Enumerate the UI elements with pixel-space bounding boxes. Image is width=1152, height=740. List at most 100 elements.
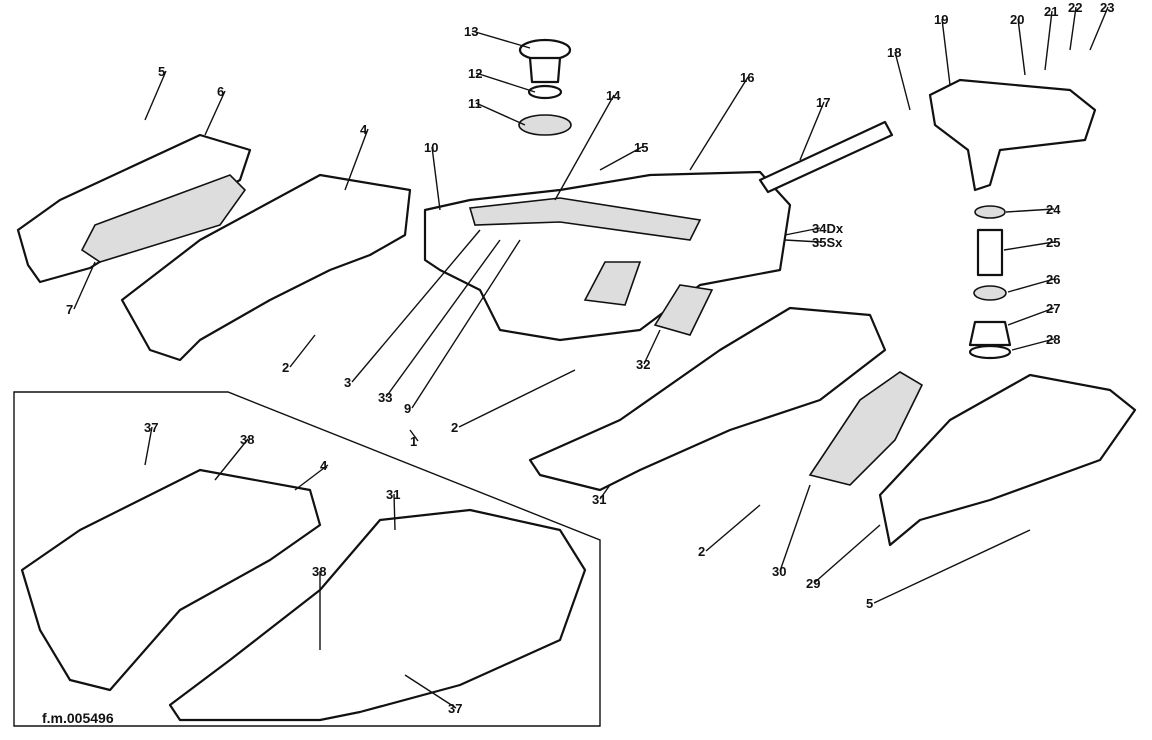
- leader-line: [799, 101, 825, 161]
- callout-label: 9: [404, 401, 411, 416]
- callout-label: 2: [698, 544, 705, 559]
- leader-line: [289, 334, 316, 368]
- leader-line: [779, 484, 811, 572]
- leader-line: [705, 504, 761, 552]
- callout-label: 27: [1046, 301, 1060, 316]
- leader-line: [873, 529, 1031, 604]
- leader-line: [1005, 208, 1055, 213]
- callout-label: 23: [1100, 0, 1114, 15]
- leader-line: [411, 239, 521, 409]
- bushing-stack: [968, 205, 1012, 360]
- side-panel-left: [16, 133, 252, 284]
- leader-line: [1007, 307, 1055, 326]
- callout-label: 14: [606, 88, 621, 103]
- callout-label: 35Sx: [812, 235, 843, 250]
- callout-label: 2: [451, 420, 458, 435]
- leader-line: [1003, 241, 1055, 251]
- callout-label: 18: [887, 45, 901, 60]
- leader-line: [784, 227, 821, 236]
- leader-line: [144, 70, 167, 121]
- leader-line: [554, 94, 615, 201]
- filler-cap: [518, 38, 572, 136]
- callout-label: 28: [1046, 332, 1060, 347]
- leader-line: [294, 464, 329, 491]
- air-duct: [120, 173, 412, 362]
- leader-line: [1011, 338, 1055, 351]
- callout-label: 34Dx: [812, 221, 844, 236]
- leader-line: [784, 239, 821, 243]
- callout-label: 31: [592, 492, 606, 507]
- callout-label: 26: [1046, 272, 1060, 287]
- leader-line: [409, 429, 419, 442]
- callout-label: 38: [312, 564, 326, 579]
- leader-line: [351, 229, 481, 383]
- leader-line: [1017, 18, 1026, 76]
- callout-label: 1: [410, 434, 417, 449]
- callout-label: 5: [158, 64, 165, 79]
- leader-lines: [73, 6, 1109, 709]
- callout-label: 2: [282, 360, 289, 375]
- callout-label: 22: [1068, 0, 1082, 15]
- callout-label: 31: [386, 487, 400, 502]
- leader-line: [1044, 10, 1053, 71]
- leader-line: [214, 438, 249, 481]
- leader-line: [458, 369, 576, 428]
- leader-line: [1007, 278, 1055, 293]
- duct-frame-30: [808, 371, 924, 486]
- steering-bracket: [928, 78, 1097, 192]
- reference-code: f.m.005496: [42, 710, 114, 726]
- callout-label: 6: [217, 84, 224, 99]
- callout-label: 17: [816, 95, 830, 110]
- leader-line: [475, 102, 526, 126]
- callout-label: 24: [1046, 202, 1061, 217]
- leader-line: [813, 524, 881, 584]
- callout-label: 37: [144, 420, 158, 435]
- callout-label: 15: [634, 140, 648, 155]
- callout-label: 21: [1044, 4, 1058, 19]
- leader-line: [894, 51, 911, 111]
- leader-line: [393, 493, 396, 531]
- fairing-cover-29: [878, 373, 1137, 547]
- leader-line: [344, 128, 369, 191]
- callout-label: 19: [934, 12, 948, 27]
- tank-cover: [423, 170, 792, 342]
- leader-line: [385, 239, 501, 398]
- inset-side-panel: [20, 468, 322, 692]
- leader-line: [643, 329, 661, 365]
- callout-label: 20: [1010, 12, 1024, 27]
- callout-label: 11: [468, 96, 482, 111]
- callout-label: 16: [740, 70, 754, 85]
- leader-line: [144, 426, 153, 466]
- callout-label: 37: [448, 701, 462, 716]
- leader-line: [599, 146, 643, 171]
- leader-line: [941, 18, 951, 86]
- callout-label: 38: [240, 432, 254, 447]
- callout-label: 32: [636, 357, 650, 372]
- leader-line: [1089, 6, 1109, 51]
- callout-label: 5: [866, 596, 873, 611]
- callout-label: 10: [424, 140, 438, 155]
- leader-line: [599, 484, 611, 500]
- leader-line: [204, 90, 226, 136]
- callout-label: 30: [772, 564, 786, 579]
- callout-label: 4: [360, 122, 368, 137]
- callout-label: 7: [66, 302, 73, 317]
- leader-line: [431, 146, 441, 211]
- callout-label: 25: [1046, 235, 1060, 250]
- leader-line: [471, 30, 531, 49]
- leader-line: [73, 261, 96, 310]
- leader-line: [689, 76, 749, 171]
- inset-frame: [13, 391, 601, 727]
- callout-label: 29: [806, 576, 820, 591]
- rod: [758, 120, 894, 194]
- leader-line: [1069, 6, 1077, 51]
- leader-line: [404, 674, 457, 709]
- callout-label: 12: [468, 66, 482, 81]
- callout-label: 3: [344, 375, 351, 390]
- callout-label: 13: [464, 24, 478, 39]
- callout-label: 33: [378, 390, 392, 405]
- callout-label: 4: [320, 458, 328, 473]
- leader-line: [475, 72, 536, 93]
